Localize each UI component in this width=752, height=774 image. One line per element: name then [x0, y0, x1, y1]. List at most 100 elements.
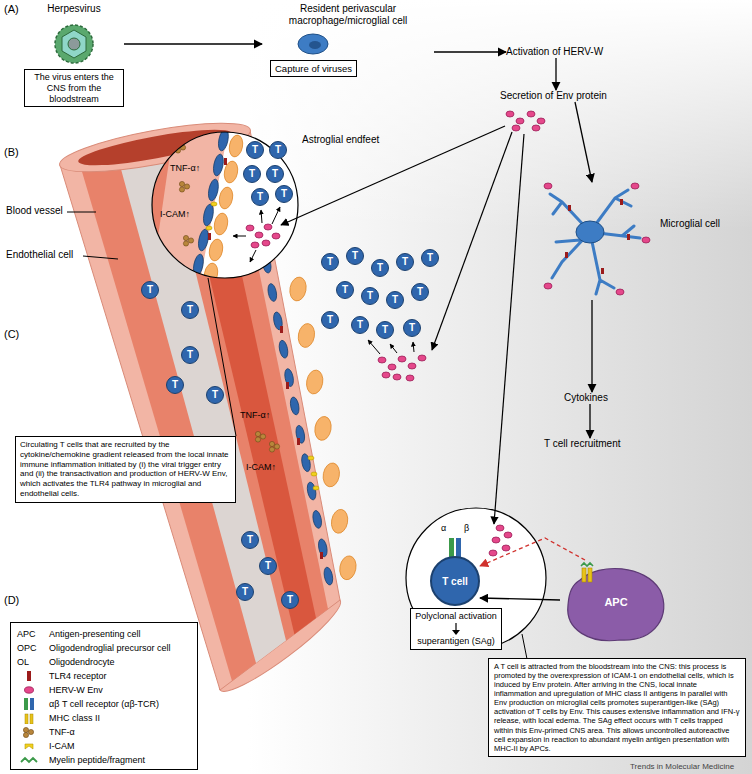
- connector-arrow: [480, 598, 560, 600]
- tcr-alpha: [449, 538, 454, 557]
- env-icon: [25, 687, 34, 693]
- abbreviation: OPC: [17, 642, 37, 654]
- icam-markers: [308, 456, 319, 490]
- t-cell-marker: T: [266, 165, 284, 183]
- marker-label: I-CAM↑: [246, 462, 276, 472]
- t-cell-marker: T: [181, 346, 199, 364]
- step-text: Secretion of Env protein: [500, 90, 607, 102]
- legend-text: αβ T cell receptor (αβ-TCR): [49, 698, 159, 710]
- marker-label: TNF-α↑: [240, 410, 270, 420]
- astroglial-endfeet: [288, 276, 358, 581]
- publisher-credit: Trends in Molecular Medicine: [630, 762, 734, 771]
- t-cell-marker: T: [396, 253, 414, 271]
- tcr-icon: [24, 698, 28, 710]
- t-cell-marker: T: [251, 188, 269, 206]
- t-cell-marker: T: [241, 531, 259, 549]
- tlr4-markers: [280, 326, 323, 559]
- legend-text: Myelin peptide/fragment: [49, 754, 145, 766]
- callout-text: Circulating T cells that are recruited b…: [20, 440, 231, 499]
- step-text: Activation of HERV-W: [506, 46, 603, 58]
- virus-entry-node: HerpesvirusThe virus enters the CNS from…: [24, 3, 124, 107]
- t-cell-marker: T: [206, 386, 224, 404]
- tcr-icon: [30, 698, 34, 710]
- icam-icon: [25, 744, 33, 749]
- t-cell-marker: T: [403, 319, 421, 337]
- t-cell-marker: T: [166, 376, 184, 394]
- part-label: Blood vessel: [6, 205, 63, 216]
- t-cell-marker: T: [386, 291, 404, 309]
- mhc-stem: [582, 568, 586, 582]
- callout-box: Circulating T cells that are recruited b…: [15, 436, 236, 503]
- t-cell-marker: T: [321, 253, 339, 271]
- tnf-icon: [23, 732, 28, 737]
- legend-icon: [17, 712, 41, 724]
- part-label: Astroglial endfeet: [302, 134, 379, 145]
- apc-body: [568, 569, 664, 641]
- process-box: Polyclonal activationsuperantigen (SAg): [410, 608, 502, 650]
- step-text: Cytokines: [564, 392, 608, 404]
- abbreviation: APC: [17, 628, 36, 640]
- legend-text: HERV-W Env: [49, 684, 103, 696]
- legend-icon: [17, 684, 41, 696]
- mhc-icon: [30, 714, 33, 724]
- env-arrows: [368, 340, 414, 354]
- legend-text: I-CAM: [49, 740, 75, 752]
- legend-icon: [17, 726, 41, 738]
- zoom-circle-outline: [152, 132, 298, 278]
- down-arrow: [450, 623, 462, 635]
- legend-text: TNF-α: [49, 726, 75, 738]
- tnf-icon: [28, 729, 33, 734]
- env-arrows: [281, 126, 524, 524]
- panel-letter: (C): [4, 328, 19, 340]
- legend-icon: [17, 754, 41, 766]
- macrophage-icon: [298, 34, 328, 54]
- connector-arrow: [480, 538, 585, 566]
- step-text: T cell recruitment: [544, 438, 621, 450]
- t-cell-marker: T: [371, 259, 389, 277]
- mhc-icon: [25, 714, 28, 724]
- t-cell: T cell: [430, 556, 480, 606]
- process-box-text: superantigen (SAg): [414, 636, 498, 647]
- t-cell-marker: T: [411, 283, 429, 301]
- marker-label: I-CAM↑: [160, 209, 190, 219]
- process-box-text: Capture of viruses: [270, 60, 357, 77]
- tcr-chain-label: α: [441, 523, 446, 533]
- t-cell-marker: T: [336, 281, 354, 299]
- t-cell-marker: T: [376, 321, 394, 339]
- t-cell-marker: T: [236, 583, 254, 601]
- microglial-cell-icon: [544, 183, 650, 295]
- t-cell-marker: T: [321, 311, 339, 329]
- env-cluster: [489, 525, 512, 556]
- connector-arrow: [589, 404, 590, 438]
- marker-label: TNF-α↑: [170, 163, 200, 173]
- tcr-chain-label: β: [464, 523, 469, 533]
- connector-arrow: [434, 51, 506, 52]
- step-node: Cytokines: [564, 392, 608, 404]
- myelin-peptide: [581, 563, 593, 566]
- node-heading: Herpesvirus: [24, 3, 124, 15]
- herpesvirus-icon: [55, 25, 93, 63]
- callout-text: A T cell is attracted from the bloodstre…: [494, 662, 740, 753]
- panel-letter: (D): [4, 594, 19, 606]
- panel-letter: (B): [4, 146, 19, 158]
- process-box-text: The virus enters the CNS from the bloods…: [24, 69, 124, 107]
- tcr-beta: [456, 538, 461, 557]
- step-node: T cell recruitment: [544, 438, 621, 450]
- t-cell-marker: T: [361, 287, 379, 305]
- connector-arrow: [575, 102, 592, 182]
- myelin-icon: [21, 758, 37, 762]
- down-arrow-shaft: [455, 623, 456, 631]
- legend-text: Oligodendroglial precursor cell: [49, 642, 171, 654]
- t-cell-marker: T: [421, 249, 439, 267]
- mhc-stem: [588, 568, 592, 582]
- legend-text: MHC class II: [49, 712, 100, 724]
- legend-icon: [17, 740, 41, 752]
- macrophage-node: Resident perivascular macrophage/microgl…: [262, 3, 434, 77]
- cell-label: T cell: [442, 576, 468, 587]
- connector-arrow: [591, 300, 592, 392]
- connector-arrow: [124, 43, 262, 44]
- t-cell-marker: T: [246, 141, 264, 159]
- step-node: Activation of HERV-W: [506, 46, 603, 58]
- legend-box: Antigen-presenting cellOligodendroglial …: [10, 622, 198, 770]
